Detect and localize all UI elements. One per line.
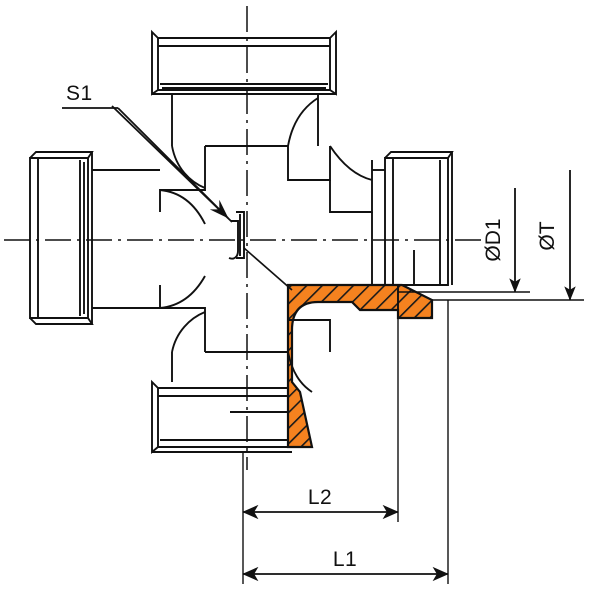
centerlines bbox=[4, 6, 486, 470]
d1-label: ØD1 bbox=[482, 218, 505, 261]
fitting-body-outline bbox=[29, 29, 454, 455]
fillet-upper-right bbox=[329, 145, 373, 181]
s1-leader bbox=[62, 105, 233, 223]
l2-label: L2 bbox=[308, 486, 332, 509]
left-hex-chamfer-bottom bbox=[29, 317, 94, 325]
t-label: ØT bbox=[536, 221, 559, 250]
fillet-lower-left-b bbox=[171, 311, 206, 353]
s1-label: S1 bbox=[66, 82, 93, 105]
diameter-callouts: ØD1 ØT bbox=[398, 170, 584, 301]
section-leader-line bbox=[243, 247, 293, 291]
fillet-upper-left bbox=[159, 189, 206, 225]
right-hex-outline bbox=[384, 157, 449, 286]
fillet-upper-mid bbox=[287, 97, 319, 147]
body-top-left-step bbox=[205, 145, 331, 181]
body-right-upper-step bbox=[329, 160, 373, 213]
left-hex-chamfer-top bbox=[29, 151, 94, 159]
right-hex-chamfer-top bbox=[384, 151, 454, 159]
fillet-upper-left-b bbox=[171, 145, 206, 189]
dimension-l2: L2 bbox=[242, 318, 399, 522]
body-left-upper-step bbox=[159, 146, 206, 212]
s1-leader-second bbox=[111, 105, 233, 223]
slot-outer bbox=[236, 211, 245, 259]
hatched-section-profile bbox=[286, 283, 434, 449]
section-cut-region bbox=[286, 283, 434, 449]
l1-label: L1 bbox=[333, 548, 357, 571]
top-hex-chamfer-left bbox=[151, 29, 159, 96]
bottom-hex-outline bbox=[157, 387, 289, 448]
fillet-lower-mid bbox=[287, 351, 313, 393]
body-bottom-step bbox=[205, 319, 331, 353]
slot-inner bbox=[228, 220, 239, 260]
dimension-l1: L1 bbox=[242, 300, 449, 584]
top-hex-chamfer-right bbox=[329, 29, 337, 96]
s1-slot-feature bbox=[228, 211, 245, 260]
body-left-lower-step bbox=[159, 285, 206, 352]
fillet-lower-left bbox=[159, 275, 206, 309]
bottom-hex-chamfer-left bbox=[151, 379, 159, 455]
